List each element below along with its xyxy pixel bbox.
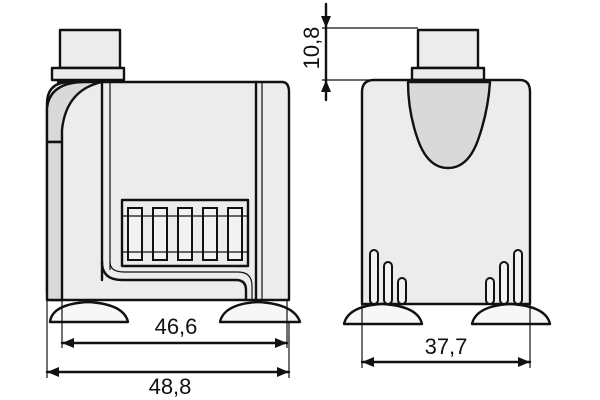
- dimension-side-depth-label: 37,7: [425, 334, 468, 359]
- arrow-head-icon: [321, 80, 331, 92]
- side-fin-left-1: [369, 249, 379, 305]
- arrow-head-icon: [62, 338, 74, 348]
- dimension-outlet-height-label: 10,8: [299, 27, 324, 70]
- dimension-total-width: 48,8: [45, 300, 291, 399]
- front-suction-foot-left: [48, 300, 130, 324]
- dimension-outlet-height: 10,8: [299, 2, 418, 102]
- side-fin-left-2: [383, 261, 393, 305]
- side-view: [342, 28, 552, 326]
- side-suction-foot-right: [470, 302, 552, 326]
- arrow-head-icon: [518, 357, 530, 367]
- side-fin-right-2: [499, 261, 509, 305]
- front-grille-rib-4: [202, 207, 218, 261]
- front-grille-rib-2: [152, 207, 168, 261]
- side-outlet-collar: [410, 66, 486, 82]
- dimension-side-depth: 37,7: [360, 304, 532, 368]
- side-fin-right-3: [513, 249, 523, 305]
- arrow-head-icon: [277, 367, 289, 377]
- side-outlet-flare: [406, 80, 492, 170]
- front-base-channel: [100, 260, 248, 302]
- dimension-inner-width: 46,6: [60, 300, 289, 348]
- arrow-head-icon: [321, 16, 331, 28]
- arrow-head-icon: [47, 367, 59, 377]
- front-outlet-nozzle: [58, 28, 122, 70]
- dimension-total-width-label: 48,8: [149, 374, 192, 399]
- front-body: [45, 80, 291, 302]
- side-suction-foot-left: [342, 302, 424, 326]
- arrow-head-icon: [362, 357, 374, 367]
- front-suction-foot-right: [218, 300, 302, 324]
- front-left-vertical-shade: [45, 140, 64, 302]
- dimension-inner-width-label: 46,6: [155, 314, 198, 339]
- front-outlet-collar: [50, 66, 126, 82]
- side-fin-right-1: [485, 277, 495, 305]
- arrow-head-icon: [275, 338, 287, 348]
- front-grille-rib-3: [177, 207, 193, 261]
- front-view: [45, 28, 302, 324]
- side-outlet-nozzle: [416, 28, 480, 70]
- side-fin-left-3: [397, 277, 407, 305]
- front-grille-rib-1: [127, 207, 143, 261]
- front-grille-rib-5: [227, 207, 243, 261]
- front-base-channel-inner: [109, 261, 253, 300]
